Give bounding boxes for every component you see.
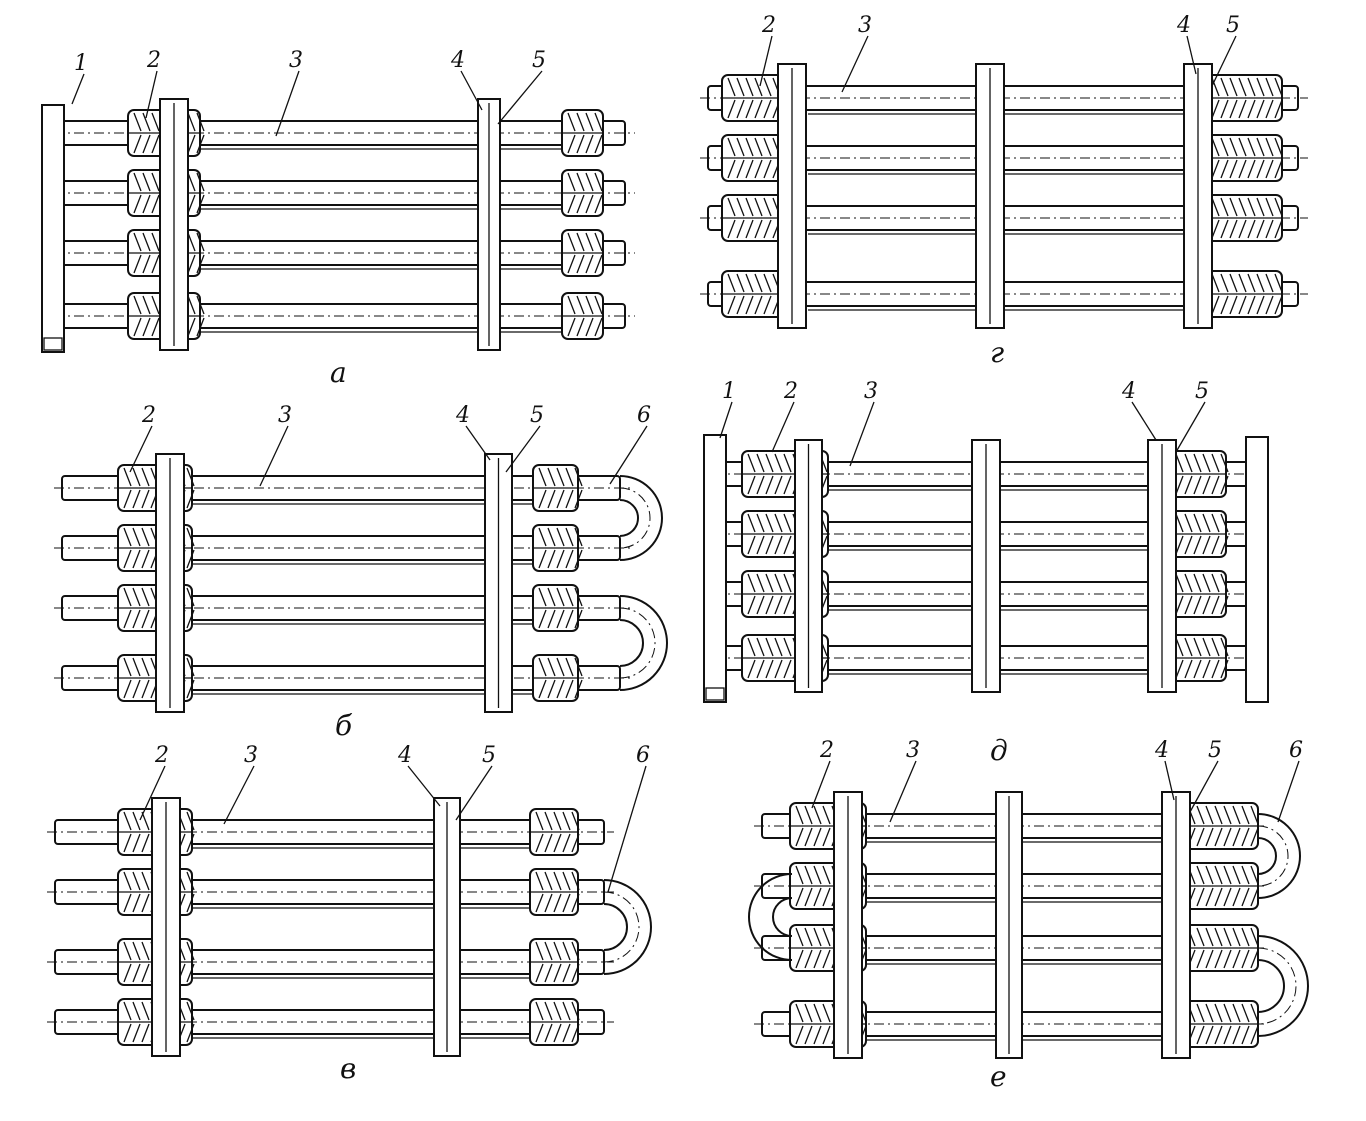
callout-number: 2 (819, 738, 834, 763)
callout-number: 3 (244, 743, 258, 768)
callout-number: 5 (1226, 13, 1240, 38)
callout-number: 6 (636, 743, 650, 768)
callout-leader (771, 401, 795, 453)
callout-leader (1277, 760, 1300, 823)
callout-leader (71, 73, 85, 105)
callout-leader (505, 425, 541, 473)
panel-letter: б (335, 709, 353, 742)
callout-leader (275, 70, 300, 137)
callout-number: 4 (455, 403, 470, 428)
u-bend (1257, 813, 1301, 899)
callout-leader (759, 35, 773, 87)
callout-number: 5 (532, 48, 546, 73)
callout-number: 1 (722, 379, 736, 404)
tube-row (47, 868, 614, 916)
callout-number: 3 (289, 48, 303, 73)
callout-leader (1186, 35, 1197, 75)
callout-number: 5 (530, 403, 544, 428)
callout-number: 5 (1208, 738, 1222, 763)
callout-leader (460, 70, 483, 111)
panel-d: 1 2 3 4 5 д (703, 379, 1269, 767)
callout-leader (223, 765, 255, 825)
u-bend (619, 595, 668, 691)
callout-leader (1189, 760, 1219, 813)
callout-number: 6 (637, 403, 651, 428)
callout-leader (129, 425, 153, 473)
tube-row (54, 169, 635, 217)
callout-number: 3 (864, 379, 878, 404)
panel-b: 2 3 4 5 6 б (54, 403, 668, 742)
callout-leader (609, 425, 648, 485)
callout-leader (259, 425, 289, 487)
callout-leader (455, 765, 493, 821)
panel-a: 1 2 3 4 5 а (41, 48, 635, 389)
panel-e: 2 3 4 5 6 е (748, 738, 1309, 1093)
callout-number: 5 (1195, 379, 1209, 404)
panel-letter: е (990, 1060, 1007, 1093)
u-bend (603, 879, 652, 975)
panel-letter: д (990, 734, 1008, 767)
panel-v: 2 3 4 5 6 в (47, 743, 652, 1085)
callout-number: 2 (141, 403, 156, 428)
header-collector (41, 104, 65, 353)
callout-number: 4 (397, 743, 412, 768)
callout-leader (811, 760, 831, 809)
header-nozzle (705, 687, 725, 701)
tube-row (54, 524, 630, 572)
tube-row (54, 109, 635, 157)
u-bend (619, 475, 663, 561)
header-nozzle (43, 337, 63, 351)
callout-leader (1211, 35, 1237, 87)
tube-row (54, 464, 630, 512)
panel-letter: в (340, 1052, 356, 1085)
tube-row (54, 292, 635, 340)
callout-leader (1164, 760, 1175, 801)
callout-leader (1175, 401, 1206, 453)
tube-row (54, 584, 630, 632)
callout-number: 4 (1176, 13, 1191, 38)
callout-number: 4 (450, 48, 465, 73)
tube-row (54, 229, 635, 277)
callout-number: 1 (74, 51, 88, 76)
callout-number: 3 (278, 403, 292, 428)
callout-leader (145, 70, 158, 119)
callout-leader (407, 765, 441, 807)
callout-leader (139, 765, 166, 821)
tube-row (47, 808, 614, 856)
callout-leader (719, 401, 733, 439)
header-collector (1245, 436, 1269, 703)
callout-leader (465, 425, 491, 461)
callout-leader (841, 35, 869, 93)
panel-letter: а (330, 356, 347, 389)
u-bend (748, 873, 793, 961)
callout-leader (889, 760, 917, 823)
u-bend (1257, 935, 1309, 1037)
callout-number: 6 (1289, 738, 1303, 763)
callout-number: 5 (482, 743, 496, 768)
callout-number: 2 (146, 48, 161, 73)
panel-letter: г (990, 336, 1004, 369)
callout-leader (1131, 401, 1157, 441)
callout-leader (497, 70, 543, 125)
tube-row (54, 654, 630, 702)
tube-row (700, 134, 1308, 182)
panel-g: 2 3 4 5 г (700, 13, 1308, 369)
callout-number: 3 (858, 13, 872, 38)
callout-number: 2 (783, 379, 798, 404)
callout-number: 3 (906, 738, 920, 763)
header-collector (703, 434, 727, 703)
tube-row (47, 998, 614, 1046)
callout-leader (607, 765, 647, 893)
callout-number: 2 (761, 13, 776, 38)
callout-number: 2 (154, 743, 169, 768)
callout-number: 4 (1154, 738, 1169, 763)
tube-row (47, 938, 614, 986)
callout-number: 4 (1121, 379, 1136, 404)
callout-leader (849, 401, 875, 467)
